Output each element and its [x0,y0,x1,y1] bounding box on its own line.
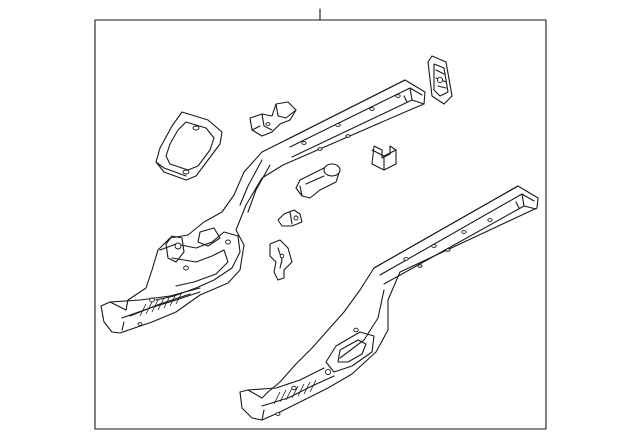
strut-tower-bracket[interactable] [155,111,223,181]
upper-bracket[interactable] [249,101,297,137]
diagram-frame [94,19,547,430]
left-front-rail[interactable] [100,79,426,334]
tab-bracket[interactable] [277,209,303,227]
right-front-rail[interactable] [239,185,539,421]
hook-bracket[interactable] [269,239,293,281]
tube-reinforcement[interactable] [295,163,341,199]
small-clip[interactable] [371,145,397,171]
end-plate[interactable] [427,55,453,105]
